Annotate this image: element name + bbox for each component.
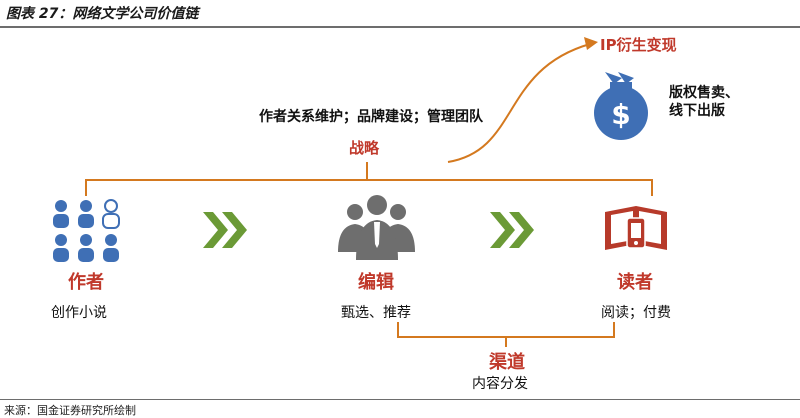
author-label: 作者 (68, 272, 104, 293)
double-chevron-right-icon (490, 212, 534, 248)
author-desc: 创作小说 (51, 305, 107, 321)
channel-desc: 内容分发 (472, 376, 528, 392)
reader-label: 读者 (617, 272, 653, 293)
bottom-divider (0, 399, 800, 400)
double-chevron-right-icon (203, 212, 247, 248)
strategy-bracket (85, 179, 653, 196)
strategy-label: 战略 (349, 139, 380, 157)
strategy-items: 作者关系维护；品牌建设；管理团队 (259, 109, 483, 125)
source-note: 来源：国金证券研究所绘制 (4, 404, 136, 417)
money-bag-icon: $ (594, 72, 648, 140)
channel-label: 渠道 (489, 352, 525, 373)
reader-desc: 阅读；付费 (601, 305, 671, 321)
people-group-icon (53, 199, 120, 262)
svg-text:$: $ (611, 98, 630, 131)
book-reader-icon (605, 206, 667, 250)
editor-label: 编辑 (358, 272, 394, 293)
business-people-icon (338, 195, 415, 260)
ip-label: IP衍生变现 (600, 36, 677, 54)
top-divider (0, 26, 800, 28)
ip-desc-line2: 线下出版 (669, 103, 725, 119)
ip-desc-line1: 版权售卖、 (669, 85, 739, 101)
channel-bracket (397, 322, 615, 338)
strategy-to-ip-arrow (447, 43, 591, 163)
editor-desc: 甄选、推荐 (341, 305, 411, 321)
figure-title: 图表 27：网络文学公司价值链 (6, 6, 199, 22)
strategy-to-ip-arrowhead (584, 37, 598, 50)
